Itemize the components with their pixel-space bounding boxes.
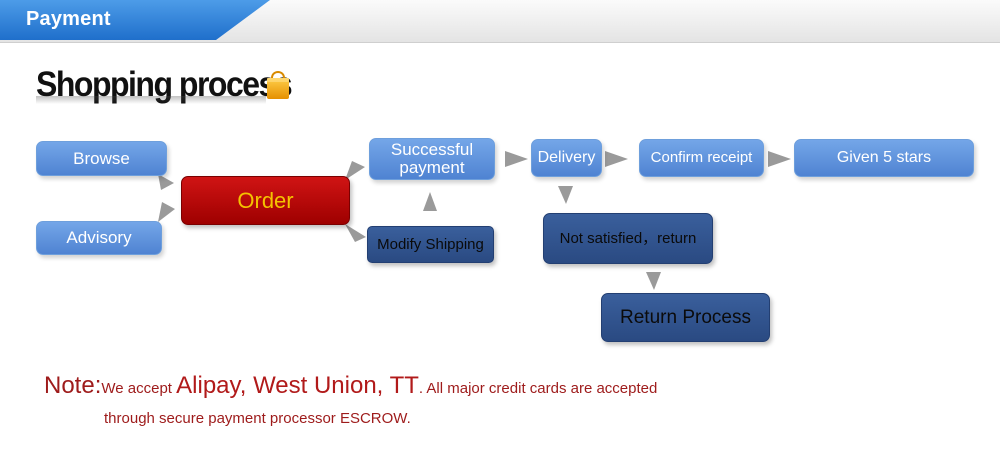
arrow-icon: [558, 186, 573, 204]
note-payment-methods: Alipay, West Union, TT: [176, 372, 419, 399]
arrow-icon: [158, 202, 175, 222]
step-modify-shipping-label: Modify Shipping: [377, 235, 484, 253]
step-given-5-stars-label: Given 5 stars: [836, 148, 932, 166]
step-browse: Browse: [36, 141, 167, 176]
payment-note: Note:We accept Alipay, West Union, TT. A…: [44, 372, 657, 400]
header-tab: [0, 0, 270, 40]
arrow-icon: [505, 151, 528, 167]
shopping-bag-icon: [267, 71, 289, 99]
step-order-label: Order: [237, 187, 294, 213]
step-delivery-label: Delivery: [537, 148, 596, 166]
arrow-icon: [605, 151, 628, 167]
arrow-icon: [646, 272, 661, 290]
payment-note-line2: through secure payment processor ESCROW.: [104, 410, 411, 427]
step-browse-label: Browse: [73, 148, 130, 168]
section-title-reflection: [36, 96, 266, 104]
step-given-5-stars: Given 5 stars: [794, 139, 974, 177]
step-advisory: Advisory: [36, 221, 162, 255]
step-advisory-label: Advisory: [66, 228, 132, 248]
step-successful-payment-line2: payment: [399, 158, 465, 177]
arrow-icon: [345, 161, 365, 180]
header-title: Payment: [26, 8, 111, 30]
step-successful-payment-line1: Successful: [390, 140, 474, 160]
section-title: Shopping process: [36, 64, 293, 104]
step-confirm-receipt: Confirm receipt: [639, 139, 764, 177]
arrow-icon: [158, 174, 174, 190]
note-suffix: . All major credit cards are accepted: [418, 380, 658, 397]
arrow-icon: [768, 151, 791, 167]
header-bar: Payment: [0, 0, 1000, 43]
step-order: Order: [181, 176, 350, 225]
arrow-icon: [423, 192, 437, 211]
note-label: Note:: [44, 372, 102, 399]
step-modify-shipping: Modify Shipping: [367, 226, 494, 263]
step-successful-payment: Successful payment: [369, 138, 495, 180]
step-not-satisfied-return-label: Not satisfied，return: [559, 229, 697, 247]
step-not-satisfied-return: Not satisfied，return: [543, 213, 713, 264]
step-return-process: Return Process: [601, 293, 770, 342]
step-return-process-label: Return Process: [620, 306, 751, 328]
arrow-icon: [345, 224, 366, 242]
step-confirm-receipt-label: Confirm receipt: [650, 149, 753, 167]
step-delivery: Delivery: [531, 139, 602, 177]
note-prefix: We accept: [101, 380, 177, 397]
